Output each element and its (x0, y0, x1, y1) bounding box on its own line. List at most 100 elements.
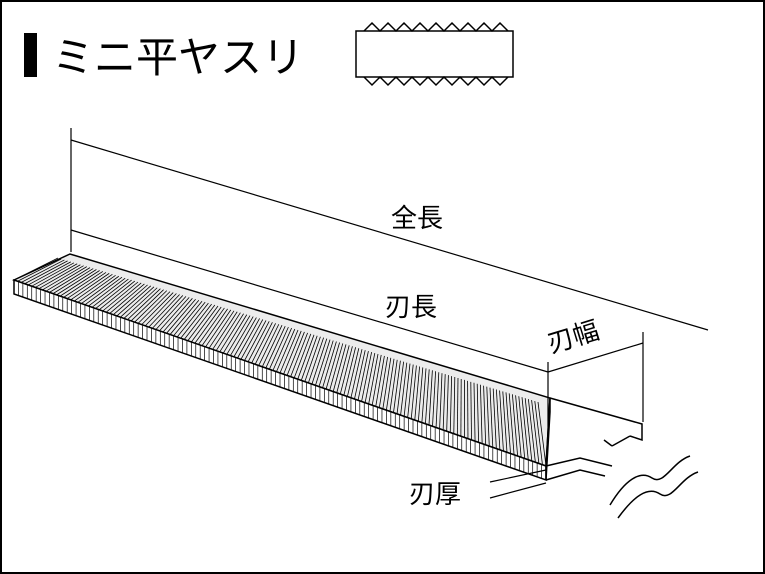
top-hatch-line (508, 393, 515, 455)
top-hatch-line (456, 377, 459, 436)
top-hatch-line (534, 400, 543, 465)
top-hatch-line (492, 388, 497, 449)
top-hatch-line (159, 297, 190, 332)
file-tang (545, 397, 643, 481)
top-hatch-line (537, 401, 547, 467)
top-hatch-line (237, 318, 260, 359)
top-hatch-line (300, 335, 318, 381)
top-hatch-line (123, 287, 158, 319)
top-hatch-line (120, 286, 155, 318)
front-face-hatching (18, 281, 542, 479)
top-hatch-line (307, 337, 324, 384)
top-hatch-line (176, 301, 206, 338)
top-hatch-line (528, 399, 536, 463)
top-hatch-line (407, 364, 414, 418)
top-hatch-line (208, 310, 235, 349)
top-hatch-line (470, 381, 472, 440)
top-hatch-line (52, 268, 94, 294)
top-hatch-line (56, 269, 97, 296)
top-hatch-line (265, 325, 286, 369)
top-hatch-line (442, 374, 446, 431)
top-hatch-line (435, 372, 440, 428)
top-hatch-line (272, 327, 292, 371)
top-hatch-line (403, 363, 411, 417)
top-hatch-line (233, 317, 257, 358)
top-hatch-line (410, 365, 417, 419)
top-hatch-line (425, 369, 430, 424)
top-hatch-line (453, 377, 456, 434)
top-hatch-line (325, 342, 340, 390)
top-hatch-line (17, 258, 62, 282)
top-hatch-line (499, 390, 504, 452)
top-hatch-line (102, 281, 139, 312)
top-hatch-line (393, 360, 401, 413)
top-hatch-line (473, 382, 476, 442)
top-hatch-line (116, 285, 152, 317)
top-hatch-line (105, 282, 142, 313)
top-hatch-line (144, 293, 177, 327)
top-hatch-line (339, 346, 353, 395)
top-hatch-line (173, 300, 203, 337)
top-hatch-line (166, 299, 196, 334)
top-hatch-line (382, 357, 392, 410)
top-hatch-line (81, 275, 120, 304)
top-hatch-line (311, 338, 328, 385)
top-hatch-line (226, 315, 251, 355)
top-hatch-line (247, 321, 270, 363)
top-hatch-line (244, 320, 267, 361)
page-title: ミニ平ヤスリ (52, 33, 304, 82)
top-hatch-line (368, 353, 379, 405)
top-hatch-line (240, 319, 264, 360)
top-hatch-line (201, 308, 228, 346)
top-hatch-line (496, 389, 501, 450)
top-hatch-line (198, 307, 225, 345)
top-hatch-line (476, 383, 480, 443)
top-hatch-line (45, 266, 88, 292)
top-hatch-line (222, 314, 248, 354)
top-hatch-line (293, 333, 312, 379)
top-hatch-line (286, 331, 305, 376)
top-hatch-line (417, 367, 424, 422)
top-hatch-line (315, 339, 331, 386)
top-hatch-line (63, 271, 104, 298)
top-hatch-line (258, 324, 280, 366)
cross-section-icon (355, 21, 514, 87)
top-hatch-line (414, 366, 420, 421)
top-hatch-line (141, 292, 174, 325)
top-hatch-line (254, 323, 276, 365)
break-wave-lines (609, 455, 699, 519)
top-hatch-line (49, 267, 91, 293)
top-hatch-line (361, 352, 372, 402)
top-hatch-line (212, 311, 238, 350)
top-hatch-line (205, 309, 232, 348)
top-hatch-line (346, 348, 360, 397)
top-hatch-line (183, 303, 212, 340)
top-hatch-line (113, 284, 148, 316)
top-hatch-line (95, 279, 132, 309)
top-hatch-line (148, 294, 180, 328)
top-hatch-line (336, 345, 350, 393)
top-hatch-line (109, 283, 145, 314)
top-hatch-line (24, 260, 68, 285)
top-hatch-line (91, 278, 129, 308)
top-hatch-line (191, 305, 219, 343)
top-hatch-line (421, 368, 427, 423)
top-hatch-line (283, 330, 302, 375)
top-hatch-line (386, 358, 395, 411)
top-hatch-line (343, 347, 356, 396)
top-hatch-line (155, 296, 187, 330)
top-hatch-line (290, 332, 308, 377)
blade-thickness-label: 刃厚 (409, 480, 461, 510)
top-hatch-line (194, 306, 222, 344)
top-hatch-line (449, 376, 452, 433)
top-hatch-line (42, 265, 84, 291)
top-hatch-line (483, 385, 487, 445)
top-hatch-line (518, 396, 526, 459)
blade-length-label: 刃長 (385, 293, 437, 323)
top-hatch-line (389, 359, 398, 412)
top-hatch-line (219, 313, 244, 353)
top-hatch-line (180, 302, 209, 339)
top-hatch-line (74, 273, 113, 302)
top-hatch-line (378, 356, 388, 408)
